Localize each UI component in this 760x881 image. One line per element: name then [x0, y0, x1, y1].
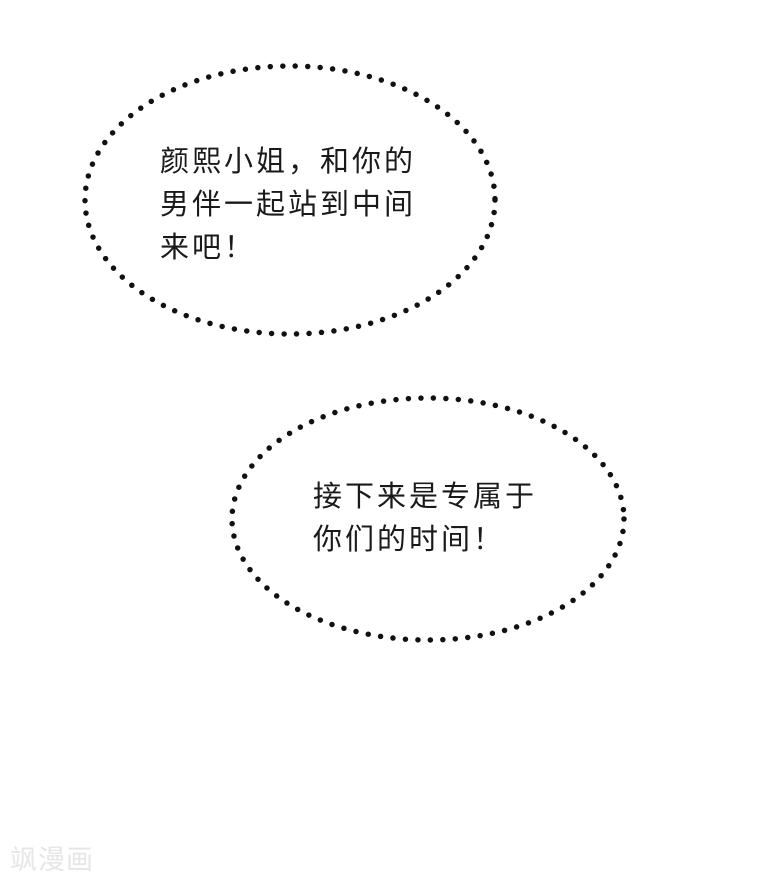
speech-bubble-2-line: 你们的时间！ [313, 522, 506, 556]
speech-bubble-1-line: 颜熙小姐，和你的 [160, 144, 417, 178]
speech-bubble-2-text: 接下来是专属于 你们的时间！ [313, 475, 537, 561]
speech-bubble-1-outline [82, 63, 498, 337]
speech-bubble-1-line: 男伴一起站到中间 [160, 187, 417, 221]
watermark-logo: 飒漫画 [10, 845, 94, 876]
speech-bubble-2-line: 接下来是专属于 [313, 479, 538, 513]
speech-bubble-2-outline [229, 395, 627, 643]
speech-bubble-1-text: 颜熙小姐，和你的 男伴一起站到中间 来吧！ [160, 140, 416, 269]
speech-bubble-1-line: 来吧！ [160, 230, 257, 264]
